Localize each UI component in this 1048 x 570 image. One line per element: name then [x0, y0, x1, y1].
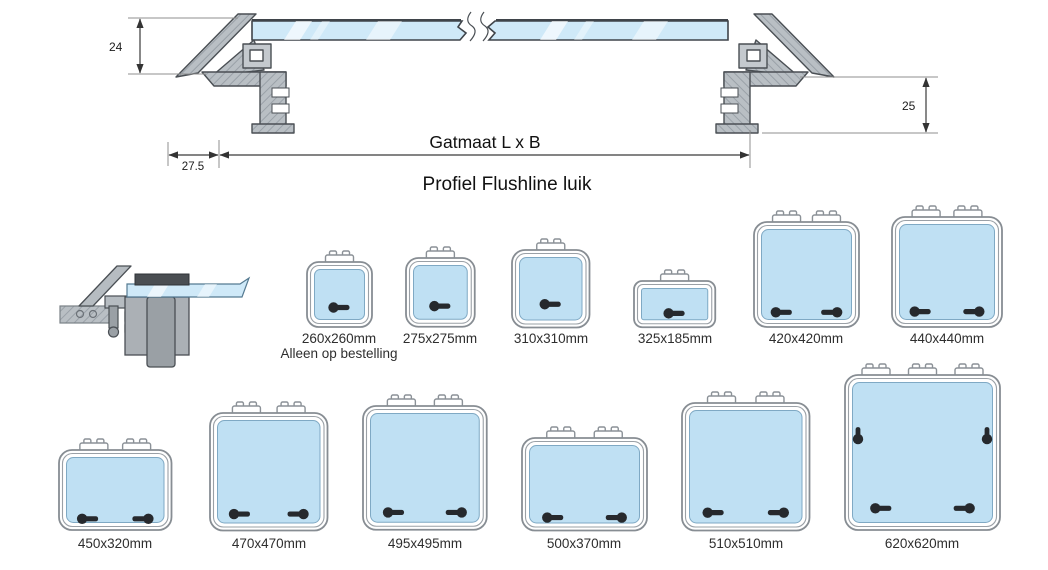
drawing-caption: Profiel Flushline luik [423, 174, 592, 195]
handle-icon [541, 511, 563, 523]
hatch-size-label: 470x470mm [231, 536, 307, 551]
hatch-size-label: 500x370mm [546, 536, 622, 551]
handle-icon [605, 511, 627, 523]
side-handle-icon [981, 427, 992, 445]
hinge-icon [755, 390, 785, 405]
hatch-size-label: 420x420mm [768, 331, 844, 346]
hatch-glass [851, 382, 993, 523]
hatch-470x470mm [209, 400, 329, 531]
handle-icon [702, 506, 724, 518]
hinge-icon [707, 390, 737, 405]
glass-panel-left [251, 11, 476, 42]
handle-icon [132, 513, 154, 524]
hatch-note-label: Alleen op bestelling [280, 346, 398, 361]
handle-icon [445, 507, 468, 518]
hatch-glass [641, 287, 709, 320]
hatch-size-label: 325x185mm [637, 331, 713, 346]
handle-icon [953, 503, 975, 514]
hatch-size-label: 620x620mm [884, 536, 960, 551]
handle-icon [382, 507, 405, 518]
handle-icon [770, 307, 792, 318]
hatch-420x420mm [752, 210, 860, 328]
hatch-325x185mm [633, 269, 717, 328]
hatch-glass [899, 224, 995, 320]
hatch-495x495mm [362, 394, 488, 531]
handle-icon [539, 298, 561, 309]
hinge-detail-drawing [59, 265, 251, 368]
hatch-glass [65, 457, 165, 523]
handle-icon [963, 306, 985, 317]
dim-label-25: 25 [902, 99, 916, 113]
gatmaat-label: Gatmaat L x B [429, 132, 540, 152]
handle-icon [869, 503, 891, 514]
handle-icon [287, 508, 309, 519]
dimension-25: 25 [762, 76, 938, 134]
dimension-27-5: 27.5 [167, 140, 220, 173]
hinge-icon [593, 425, 623, 440]
hatch-450x320mm [57, 438, 173, 531]
hatch-size-label: 275x275mm [402, 331, 478, 346]
hatch-500x370mm [520, 425, 648, 531]
glass-panel-right [480, 11, 729, 42]
hatch-glass [217, 419, 321, 523]
hatch-glass [760, 229, 852, 320]
hatch-275x275mm [404, 246, 476, 328]
hatch-size-label: 310x310mm [513, 331, 589, 346]
hatch-glass [313, 269, 365, 320]
dimension-gatmaat: Gatmaat L x B [219, 130, 751, 168]
hatch-glass [370, 413, 480, 523]
hatch-510x510mm [681, 390, 811, 531]
handle-icon [428, 301, 450, 312]
hatch-glass [528, 444, 640, 523]
dimension-24: 24 [109, 17, 238, 75]
handle-icon [909, 306, 931, 317]
profile-right [715, 13, 835, 134]
hatch-620x620mm [843, 363, 1001, 531]
hatch-glass [519, 256, 583, 320]
hatch-440x440mm [891, 205, 1003, 328]
hatch-size-label: 260x260mm [301, 331, 377, 346]
hatch-glass [689, 409, 803, 523]
handle-icon [663, 307, 685, 319]
hatch-size-label: 450x320mm [77, 536, 153, 551]
handle-icon [768, 506, 790, 518]
side-handle-icon [852, 427, 863, 445]
profile-section-drawing: 24 25 27.5 Gatmaat L x B Profiel Flushli… [109, 11, 938, 195]
handle-icon [76, 513, 98, 524]
handle-icon [327, 302, 349, 313]
handle-icon [820, 307, 842, 318]
hatch-310x310mm [511, 237, 591, 328]
hinge-icon [121, 438, 152, 452]
dim-label-24: 24 [109, 40, 123, 54]
hatch-260x260mm [305, 250, 373, 328]
dim-label-27-5: 27.5 [182, 161, 204, 173]
hatch-size-label: 510x510mm [708, 536, 784, 551]
hinge-icon [425, 246, 455, 260]
hatch-size-label: 495x495mm [387, 536, 463, 551]
hinge-icon [231, 400, 262, 415]
hatch-glass [412, 265, 468, 320]
handle-icon [229, 508, 251, 519]
hatch-size-label: 440x440mm [909, 331, 985, 346]
